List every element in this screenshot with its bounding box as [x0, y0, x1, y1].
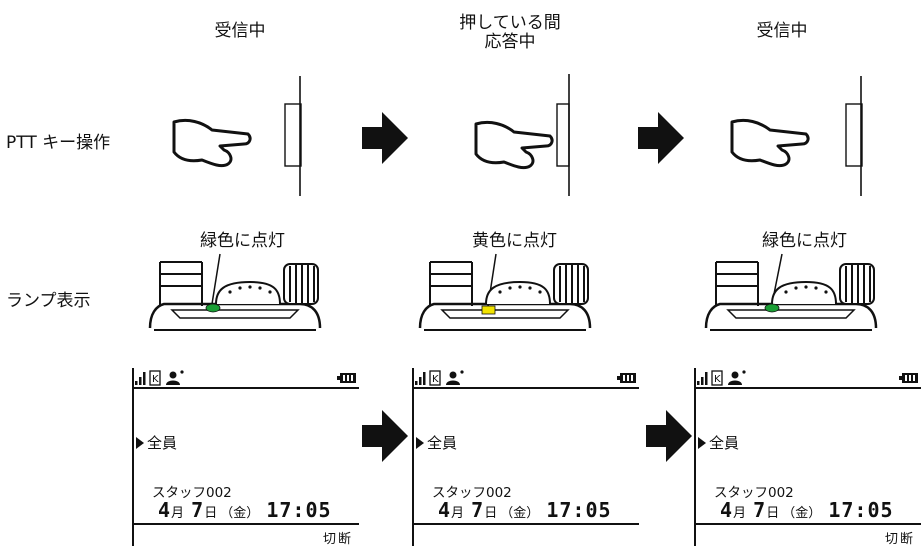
battery-icon: [899, 373, 918, 383]
battery-icon: [337, 373, 356, 383]
day-value: 7: [753, 498, 766, 522]
lamp-label-2: 黄色に点灯: [472, 231, 557, 251]
k-mode-icon: K: [149, 370, 161, 386]
day-unit: 日: [484, 506, 498, 521]
day-value: 7: [191, 498, 204, 522]
month-value: 4: [158, 498, 171, 522]
signal-icon: [135, 372, 146, 385]
weekday: （金）: [220, 506, 260, 521]
column-header-1: 受信中: [190, 22, 290, 41]
talk-group-name: 全員: [147, 434, 178, 452]
date-time: 4月 7日（金） 17:05: [158, 498, 332, 522]
caller-name: スタッフ002: [152, 485, 232, 501]
ptt-row-label: PTT キー操作: [6, 133, 111, 153]
right-arrow-icon: [646, 410, 692, 462]
caller-name: スタッフ002: [714, 485, 794, 501]
talk-group-name: 全員: [427, 434, 458, 452]
time-value: 17:05: [828, 498, 894, 522]
user-icon: [166, 370, 184, 385]
column-header-2-line1: 押している間: [459, 13, 561, 33]
weekday: （金）: [500, 506, 540, 521]
right-arrow-icon: [362, 410, 408, 462]
right-arrow-icon: [638, 112, 684, 164]
user-icon: [446, 370, 464, 385]
lamp-indicator-green: [764, 303, 780, 313]
selection-marker-icon: [136, 436, 144, 449]
talk-group: 全員: [136, 432, 177, 453]
column-header-2: 押している間 応答中: [440, 14, 580, 52]
selection-marker-icon: [416, 436, 424, 449]
radio-display-1: K 全員 スタッフ002 4月 7日（金） 17:05 切断: [132, 368, 359, 547]
hand-icon: [474, 120, 554, 170]
k-mode-icon: K: [711, 370, 723, 386]
time-value: 17:05: [546, 498, 612, 522]
hand-icon: [172, 118, 252, 168]
lamp-row-label: ランプ表示: [6, 291, 91, 311]
lamp-diagram: [148, 253, 878, 332]
column-header-3: 受信中: [732, 22, 832, 41]
talk-group: 全員: [698, 432, 739, 453]
hand-icon: [730, 118, 810, 168]
radio-display-3: K 全員 スタッフ002 4月 7日（金） 17:05 切断: [694, 368, 921, 547]
day-unit: 日: [204, 506, 218, 521]
svg-text:K: K: [432, 374, 439, 385]
radio-top-icon: [148, 260, 322, 332]
lamp-leader-line: [211, 253, 221, 305]
disconnect-softkey[interactable]: 切断: [884, 532, 915, 547]
k-mode-icon: K: [429, 370, 441, 386]
day-value: 7: [471, 498, 484, 522]
month-unit: 月: [451, 506, 465, 521]
lamp-indicator-green: [205, 303, 221, 313]
ptt-key: [845, 103, 863, 167]
day-unit: 日: [766, 506, 780, 521]
svg-text:K: K: [714, 374, 721, 385]
weekday: （金）: [782, 506, 822, 521]
talk-group-name: 全員: [709, 434, 740, 452]
date-time: 4月 7日（金） 17:05: [438, 498, 612, 522]
lamp-indicator-yellow: [481, 305, 496, 315]
ptt-operation-diagram: [172, 74, 863, 196]
talk-group: 全員: [416, 432, 457, 453]
caller-name: スタッフ002: [432, 485, 512, 501]
status-bar: K: [697, 370, 918, 386]
status-bar: K: [135, 370, 356, 386]
date-time: 4月 7日（金） 17:05: [720, 498, 894, 522]
time-value: 17:05: [266, 498, 332, 522]
lamp-label-1: 緑色に点灯: [200, 231, 285, 251]
month-unit: 月: [171, 506, 185, 521]
display-arrows: [362, 410, 692, 462]
month-value: 4: [438, 498, 451, 522]
month-unit: 月: [733, 506, 747, 521]
disconnect-softkey[interactable]: 切断: [322, 532, 353, 547]
radio-top-icon: [418, 260, 592, 332]
right-arrow-icon: [362, 112, 408, 164]
user-icon: [728, 370, 746, 385]
svg-text:K: K: [152, 374, 159, 385]
signal-icon: [697, 372, 708, 385]
radio-top-icon: [704, 260, 878, 332]
month-value: 4: [720, 498, 733, 522]
ptt-key: [556, 103, 570, 167]
lamp-label-3: 緑色に点灯: [762, 231, 847, 251]
signal-icon: [415, 372, 426, 385]
battery-icon: [617, 373, 636, 383]
column-header-2-line2: 応答中: [484, 32, 536, 52]
column-header-1-line1: 受信中: [214, 21, 266, 41]
radio-display-2: K 全員 スタッフ002 4月 7日（金） 17:05: [412, 368, 639, 546]
ptt-key: [284, 103, 302, 167]
status-bar: K: [415, 370, 636, 386]
column-header-3-line1: 受信中: [756, 21, 808, 41]
selection-marker-icon: [698, 436, 706, 449]
